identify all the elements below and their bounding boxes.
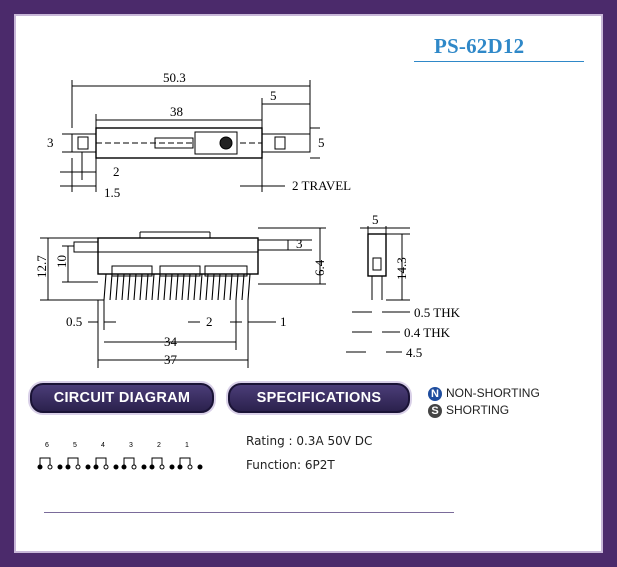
top-view-dimensions — [60, 80, 320, 192]
circuit-pole-6 — [37, 457, 63, 470]
top-view-outline — [71, 127, 311, 159]
model-underline — [414, 61, 584, 62]
dim-side-depth: 4.5 — [406, 345, 422, 360]
dim-pin-width: 0.5 — [66, 314, 82, 329]
front-view-outline — [73, 231, 289, 277]
dim-end-length: 5 — [270, 88, 277, 103]
dim-total-height: 12.7 — [34, 255, 49, 278]
side-view-outline — [367, 233, 387, 300]
bottom-rule — [44, 512, 454, 513]
dim-side-height: 14.3 — [394, 257, 409, 280]
dim-pin-thickness-a: 0.5 THK — [414, 305, 461, 320]
dim-hole-offset: 1.5 — [104, 185, 120, 200]
legend-shorting: S SHORTING — [428, 403, 509, 418]
circuit-pole-4 — [93, 457, 119, 470]
front-view-dimensions — [40, 227, 326, 368]
circuit-diagram-label: CIRCUIT DIAGRAM — [30, 383, 214, 413]
spec-rating: Rating : 0.3A 50V DC — [246, 434, 373, 448]
legend-non-shorting: N NON-SHORTING — [428, 386, 540, 401]
dim-overall-length: 50.3 — [163, 70, 186, 85]
dim-body-width: 37 — [164, 352, 178, 367]
dim-body-length: 38 — [170, 104, 183, 119]
circuit-pin-label: 3 — [129, 442, 133, 449]
dim-end-width: 3 — [47, 135, 54, 150]
dim-pin-offset: 1 — [280, 314, 287, 329]
spec-function: Function: 6P2T — [246, 458, 335, 472]
circuit-pin-label: 4 — [101, 442, 105, 449]
circuit-pole-1 — [177, 457, 203, 470]
dim-body-height: 10 — [54, 255, 69, 268]
circuit-pin-label: 5 — [73, 442, 77, 449]
circuit-pin-label: 1 — [185, 442, 189, 449]
circuit-pin-label: 2 — [157, 442, 161, 449]
dim-pin-thickness-b: 0.4 THK — [404, 325, 451, 340]
dim-tab-height: 3 — [296, 236, 303, 251]
circuit-pole-3 — [121, 457, 147, 470]
circuit-pole-2 — [149, 457, 175, 470]
side-view-dimensions — [346, 226, 410, 353]
non-shorting-label: NON-SHORTING — [446, 386, 540, 400]
circuit-pin-label: 6 — [45, 442, 49, 449]
dim-side-width: 5 — [372, 212, 379, 227]
shorting-label: SHORTING — [446, 403, 510, 417]
dim-front-height: 6.4 — [312, 259, 327, 276]
circuit-pole-5 — [65, 457, 91, 470]
dim-pitch: 2 — [206, 314, 213, 329]
dim-travel: 2 TRAVEL — [292, 178, 351, 193]
non-shorting-icon: N — [428, 386, 442, 401]
dim-hole: 2 — [113, 164, 120, 179]
specifications-label: SPECIFICATIONS — [228, 383, 410, 413]
model-number: PS-62D12 — [434, 34, 525, 58]
shorting-icon: S — [428, 403, 442, 418]
dim-pin-span: 34 — [164, 334, 178, 349]
circuit-schematic — [37, 457, 203, 470]
front-view-pins — [103, 273, 251, 301]
dim-end-height: 5 — [318, 135, 325, 150]
